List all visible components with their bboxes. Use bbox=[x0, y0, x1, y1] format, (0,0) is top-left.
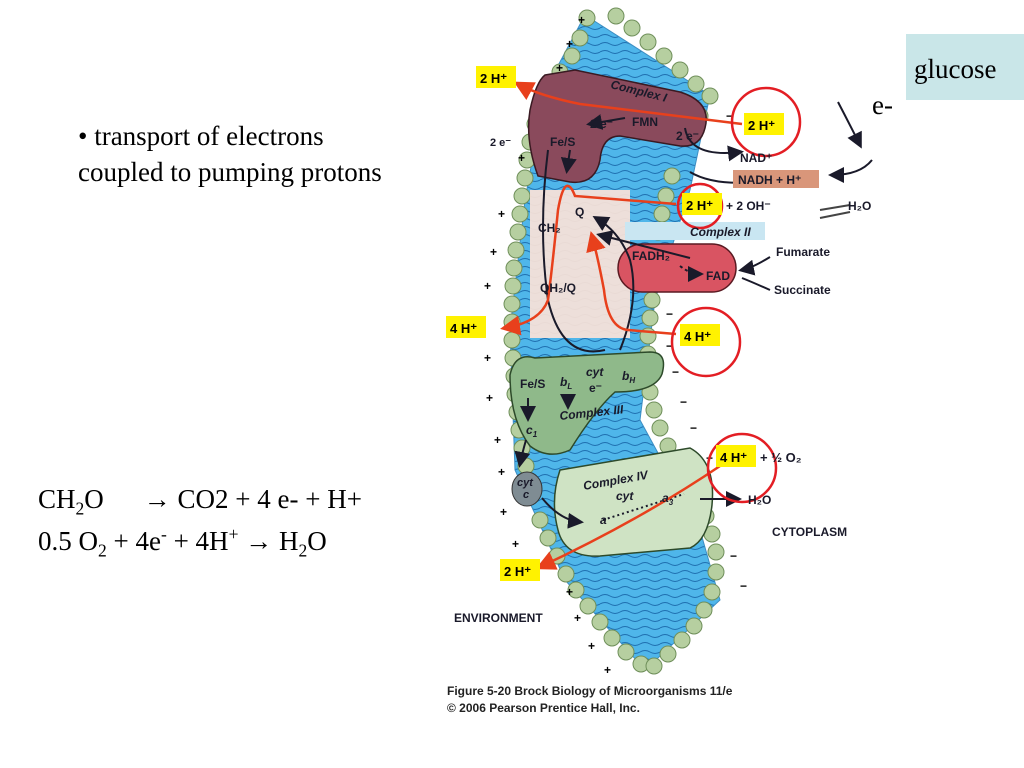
svg-text:+: + bbox=[490, 245, 497, 259]
fumarate-label: Fumarate bbox=[776, 245, 830, 259]
svg-text:+: + bbox=[484, 351, 491, 365]
complex-ii-title: Complex II bbox=[690, 225, 751, 239]
svg-text:+: + bbox=[604, 663, 611, 677]
figure-caption: Figure 5-20 Brock Biology of Microorgani… bbox=[447, 683, 732, 717]
eq2-sub1: 2 bbox=[98, 540, 107, 561]
svg-text:−: − bbox=[740, 579, 747, 593]
complex-i-2e-a: 2 e⁻ bbox=[590, 117, 613, 131]
quinone-label: Q bbox=[575, 205, 584, 219]
svg-text:+: + bbox=[512, 537, 519, 551]
svg-text:−: − bbox=[666, 339, 673, 353]
oxygen-label: + ½ O₂ bbox=[760, 450, 802, 465]
svg-text:+: + bbox=[498, 465, 505, 479]
cytc-cyt: cyt bbox=[517, 477, 534, 489]
proton-boxes: 2 H⁺ 2 H⁺ 2 H⁺ 4 H⁺ 4 H⁺ 4 H⁺ 2 H⁺ bbox=[446, 66, 784, 581]
svg-text:−: − bbox=[730, 549, 737, 563]
svg-text:+: + bbox=[494, 433, 501, 447]
eq2-sup1: - bbox=[160, 524, 167, 544]
nadh-box bbox=[733, 170, 819, 188]
proton-arrows bbox=[500, 81, 743, 570]
environment-label: ENVIRONMENT bbox=[454, 611, 543, 625]
complex-iii-fes: Fe/S bbox=[520, 377, 545, 391]
h2o-bottom-label: H₂O bbox=[748, 493, 771, 507]
svg-text:+: + bbox=[486, 391, 493, 405]
fad-label: FAD bbox=[706, 269, 730, 283]
glucose-label: glucose bbox=[914, 54, 997, 84]
svg-text:+: + bbox=[578, 13, 585, 27]
bullet-text: • transport of electrons coupled to pump… bbox=[78, 121, 382, 187]
complex-iii-eminus: e⁻ bbox=[589, 381, 602, 395]
proton-2h-mid: 2 H⁺ bbox=[686, 198, 713, 213]
svg-text:+: + bbox=[566, 37, 573, 51]
eq2-o: 0.5 O bbox=[38, 526, 98, 556]
proton-2h-bottom: 2 H⁺ bbox=[504, 564, 531, 579]
complex-ii bbox=[617, 243, 737, 293]
cytoplasm-label: CYTOPLASM bbox=[772, 525, 847, 539]
eq1-o: O bbox=[84, 484, 104, 514]
complex-i-2e-b: 2 e⁻ bbox=[676, 129, 699, 143]
complex-iv-a: a bbox=[600, 513, 607, 527]
cytochrome-c bbox=[511, 471, 543, 507]
complex-iv-a3: a3 bbox=[662, 491, 674, 507]
oh-label: + 2 OH⁻ bbox=[726, 199, 771, 213]
svg-text:+: + bbox=[518, 151, 525, 165]
proton-4h-left: 4 H⁺ bbox=[450, 321, 477, 336]
fadh2-label: FADH₂ bbox=[632, 249, 670, 263]
svg-text:+: + bbox=[556, 61, 563, 75]
complex-iii-title: Complex III bbox=[559, 402, 625, 423]
nad-label: NAD⁺ bbox=[740, 151, 772, 165]
cytc-c: c bbox=[523, 489, 529, 501]
succinate-label: Succinate bbox=[774, 283, 831, 297]
complex-i bbox=[527, 69, 707, 184]
eq1-arrow-icon: → bbox=[143, 484, 171, 514]
eq2-sup2: + bbox=[228, 524, 239, 544]
svg-text:−: − bbox=[690, 421, 697, 435]
eq1-ch: CH bbox=[38, 484, 76, 514]
quinone-pool-box bbox=[530, 190, 630, 338]
svg-text:+: + bbox=[588, 639, 595, 653]
complex-i-fmn: FMN bbox=[632, 115, 658, 129]
proton-2h-right: 2 H⁺ bbox=[748, 118, 775, 133]
svg-text:−: − bbox=[666, 307, 673, 321]
eq2-sub2: 2 bbox=[298, 540, 308, 561]
complex-ii-box bbox=[625, 222, 765, 240]
svg-text:+: + bbox=[500, 505, 507, 519]
complex-iii bbox=[509, 351, 665, 455]
eq2-arrow-icon: → bbox=[245, 526, 273, 556]
proton-4h-low: 4 H⁺ bbox=[720, 450, 747, 465]
complex-i-2e-out: 2 e⁻ bbox=[490, 137, 511, 149]
eq2-h: + 4H bbox=[166, 526, 229, 556]
svg-text:+: + bbox=[498, 207, 505, 221]
equation-oxygen-reduction: 0.5 O2 + 4e- + 4H+ → H2O bbox=[38, 524, 327, 561]
svg-text:+: + bbox=[574, 611, 581, 625]
complex-iii-c1: c1 bbox=[526, 423, 538, 439]
h2o-top-label: H₂O bbox=[848, 199, 871, 213]
nadh-label: NADH + H⁺ bbox=[738, 173, 801, 187]
eq1-products: CO2 + 4 e- + H+ bbox=[177, 484, 362, 514]
caption-line-1: Figure 5-20 Brock Biology of Microorgani… bbox=[447, 684, 733, 698]
proton-2h-top: 2 H⁺ bbox=[480, 71, 507, 86]
svg-text:−: − bbox=[726, 109, 733, 123]
complex-iii-bl: bL bbox=[560, 375, 572, 391]
qh2q-label: QH₂/Q bbox=[540, 281, 576, 295]
svg-text:−: − bbox=[680, 395, 687, 409]
complex-iv-cyt: cyt bbox=[616, 489, 634, 503]
eq2-h2: H bbox=[278, 526, 299, 556]
ch2-label: CH₂ bbox=[538, 221, 561, 235]
svg-text:+: + bbox=[566, 585, 573, 599]
complex-iii-cyt: cyt bbox=[586, 365, 604, 379]
eq1-sub: 2 bbox=[75, 498, 85, 519]
eq2-o2: O bbox=[307, 526, 327, 556]
complex-i-fes: Fe/S bbox=[550, 135, 575, 149]
equation-glucose-oxidation: CH2O → CO2 + 4 e- + H+ bbox=[38, 484, 362, 519]
svg-text:+: + bbox=[484, 279, 491, 293]
complex-iii-bh: bH bbox=[622, 369, 635, 385]
eq2-e: + 4e bbox=[106, 526, 161, 556]
svg-text:−: − bbox=[672, 365, 679, 379]
caption-line-2: © 2006 Pearson Prentice Hall, Inc. bbox=[447, 701, 640, 715]
glucose-box bbox=[906, 34, 1024, 100]
proton-4h-right: 4 H⁺ bbox=[684, 329, 711, 344]
electron-label: e- bbox=[872, 90, 893, 120]
